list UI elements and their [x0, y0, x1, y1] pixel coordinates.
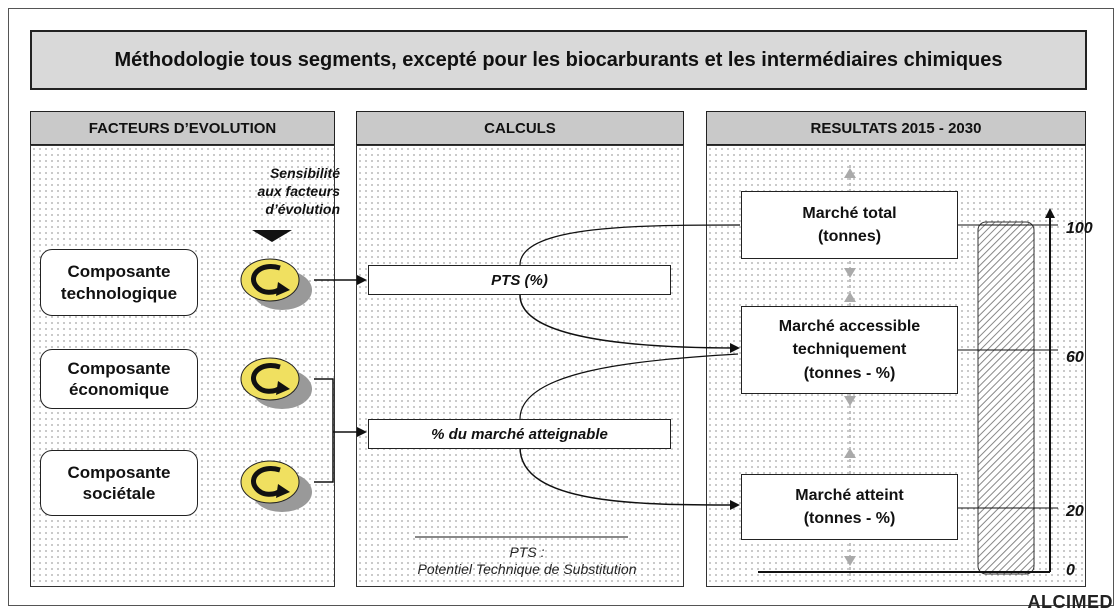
grey-arrow-down-1 [844, 268, 856, 278]
pts-box: PTS (%) [368, 265, 671, 295]
pts-legend: PTS : Potentiel Technique de Substitutio… [417, 544, 637, 577]
grey-arrow-up-3 [844, 448, 856, 458]
curve-atteignable-to-atteint [519, 446, 740, 510]
grey-arrow-down-2 [844, 396, 856, 406]
marche-atteint-box: Marché atteint(tonnes - %) [741, 474, 958, 540]
curve-atteignable-to-accessible [519, 353, 739, 420]
hatched-market-bar [977, 221, 1035, 575]
grey-arrow-up-2 [844, 292, 856, 302]
column-header-calculs: CALCULS [356, 111, 684, 145]
scale-label-20: 20 [1066, 503, 1084, 520]
alcimed-logo: ALCIMED [1027, 592, 1113, 612]
rotation-arrow-icon [240, 258, 312, 310]
marche-total-box: Marché total(tonnes) [741, 191, 958, 259]
sensibilite-label: Sensibilité aux facteurs d’évolution [257, 165, 340, 218]
scale-label-100: 100 [1066, 220, 1093, 237]
column-header-facteurs: FACTEURS D’EVOLUTION [30, 111, 335, 145]
curve-pts-to-accessible [519, 294, 740, 353]
marche-atteignable-box: % du marché atteignable [368, 419, 671, 449]
grey-arrow-down-3 [844, 556, 856, 566]
rotation-arrow-icon [240, 460, 312, 512]
bracket-econ-societal [314, 378, 334, 483]
panel-calculs [356, 145, 684, 587]
down-arrow-icon [252, 230, 292, 242]
rotation-arrow-icon [240, 357, 312, 409]
scale-label-0: 0 [1066, 562, 1075, 579]
scale-label-60: 60 [1066, 349, 1084, 366]
diagram-frame [8, 8, 1114, 606]
diagram-title: Méthodologie tous segments, excepté pour… [30, 30, 1087, 90]
column-header-resultats: RESULTATS 2015 - 2030 [706, 111, 1086, 145]
curve-pts-to-total [519, 224, 741, 266]
grey-arrow-up-1 [844, 168, 856, 178]
